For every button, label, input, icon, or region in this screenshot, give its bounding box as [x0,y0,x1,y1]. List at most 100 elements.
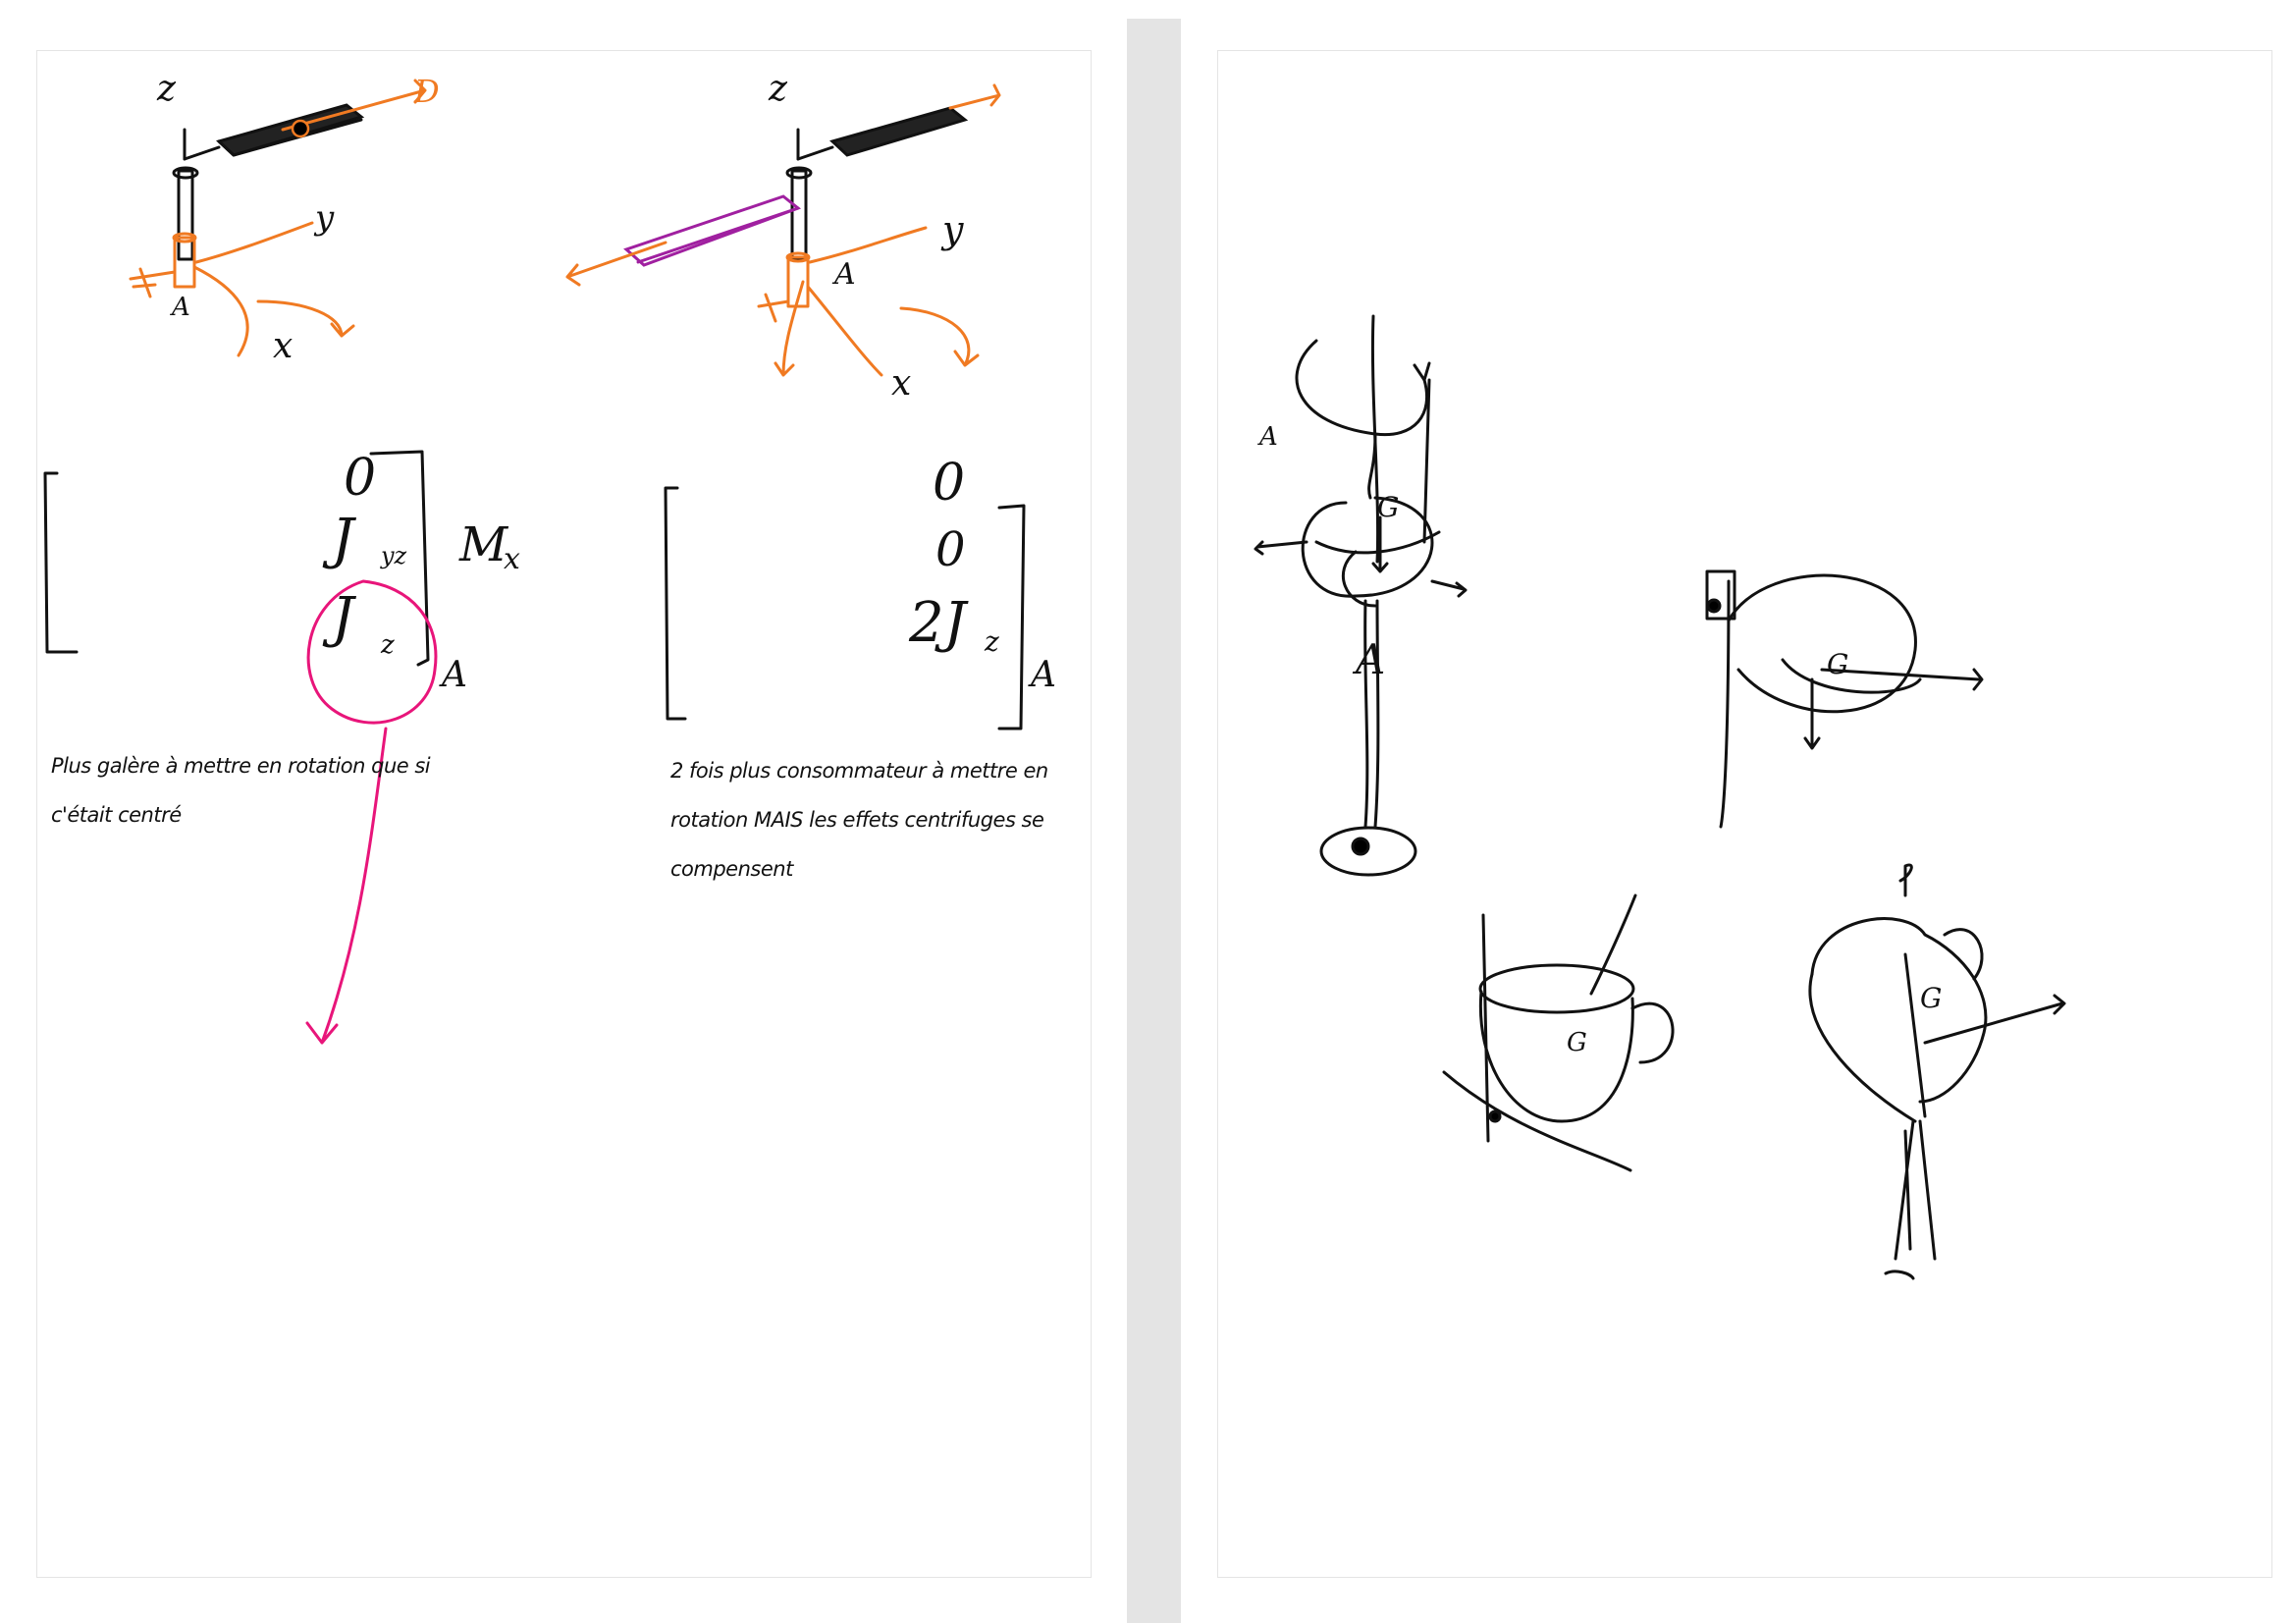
matrix-1-entry-3-sub: z [381,630,395,660]
spinning-top-rotation-arrow [1413,361,1431,382]
matrix-1-point: A [442,655,467,695]
sketch-mug [1442,893,1675,1172]
head-stem [1894,1119,1937,1261]
pendulum-pivot [1706,598,1722,614]
sketch-2-rotation-arrow [899,306,980,367]
sketch-1 [129,79,427,357]
pendulum-ball [1727,573,1917,714]
spinning-top-label-a: A [1259,422,1278,452]
sketch-2-ground-hatch [757,293,790,323]
sketch-2-counter-arm [623,194,802,267]
pendulum-label-g: G [1827,648,1849,680]
sketch-1-arm-point [291,119,310,138]
sketch-1-y-label: y [315,198,335,238]
sketch-2-z-label: z [769,69,787,109]
matrix-2 [664,486,1026,730]
spinning-top-tail [1367,432,1377,500]
note-2: 2 fois plus consommateur à mettre en rot… [670,759,1048,881]
matrix-1-side-sub: x [504,542,520,576]
head-base [1884,1270,1915,1280]
sketch-2-counter-arm-edge [636,206,800,264]
matrix-1-pointer-arrow [305,727,388,1045]
sketch-1-motor-top [172,232,197,243]
head-label-g: G [1920,982,1943,1014]
sketch-1-rotation-arrow [256,299,355,338]
mug-body [1478,990,1634,1123]
sketch-1-arm-edge [217,118,363,157]
sketch-pendulum [1705,569,1984,829]
sketch-1-z-label: z [157,69,176,109]
spinning-top-base [1319,826,1417,877]
pendulum-rod [1719,579,1731,829]
spinning-top-base-point [1351,837,1370,856]
page-gutter [1127,19,1181,1623]
matrix-1-entry-2: J [332,508,354,571]
sketch-1-motor [173,236,196,289]
head-arrow [1923,994,2066,1045]
left-page-drawing [43,79,1026,1045]
mug-label-g: G [1567,1028,1587,1057]
spinning-top-weight-arrow [1371,515,1389,573]
sketch-2-arm [829,106,969,157]
pendulum-equator [1781,658,1922,694]
sketch-1-x-label: x [273,326,294,366]
matrix-1-entry-1: 0 [344,449,377,508]
spinning-top-label-g: G [1377,491,1400,523]
spinning-top-stem [1363,599,1369,829]
sketch-2 [565,83,1001,377]
spinning-top-right-arrow [1430,579,1468,598]
sketch-1-y-axis [194,221,314,264]
matrix-2-entry-1: 0 [933,454,966,513]
mug-ground [1442,1070,1632,1172]
matrix-2-left-bracket [664,486,687,721]
matrix-1-highlight-circle [306,579,438,725]
pendulum-mount [1705,569,1736,621]
matrix-1-right-bracket [369,450,430,667]
head-outline [1810,917,1988,1104]
matrix-1-entry-3: J [332,586,354,650]
sketch-2-arm-link [796,145,834,161]
sketch-2-down-arrow [774,280,805,377]
sketch-1-x-axis [192,265,249,357]
sketch-2-motor-top [785,251,811,263]
spinning-top-left-arrow [1254,540,1308,556]
sketch-2-shaft [790,169,808,261]
note-1: Plus galère à mettre en rotation que si … [51,754,431,827]
mug-rim [1478,963,1635,1014]
sketch-2-arrow-top [948,83,1001,110]
mug-axis-right [1589,893,1637,996]
sketch-1-arm-link [183,145,221,161]
head-axis [1903,952,1927,1118]
sketch-2-point-label: A [834,257,856,292]
sketch-1-end-label: D [414,73,440,110]
sketch-spinning-top [1254,314,1468,877]
sketch-2-motor [786,255,810,308]
head-ear [1943,928,1984,981]
matrix-1-left-bracket [43,471,79,654]
pendulum-arrow [1820,668,1984,691]
sketch-1-shaft-top [172,166,199,180]
pendulum-weight-arrow [1803,677,1821,750]
spinning-top-front-face [1341,550,1377,608]
sketch-1-arrow-d [281,79,427,132]
right-page-drawing [1254,314,2066,1280]
spinning-top-rotation [1295,339,1429,437]
matrix-1-entry-2-sub: yz [381,542,407,569]
mug-pivot [1488,1109,1502,1123]
spinning-top-ball [1301,496,1434,598]
matrix-2-entry-3: 2J [909,591,967,655]
sketch-2-x-axis [806,285,883,377]
notebook-page-right: A G A G G G [1217,50,2272,1578]
mug-axis-left [1481,913,1490,1143]
notebook-page-left: z y x A D z y x A 0 J yz J z M x A 0 0 2… [36,50,1092,1578]
sketch-1-shaft [177,169,194,261]
matrix-2-entry-2: 0 [935,522,966,577]
sketch-1-ground-hatch [129,267,177,298]
matrix-1 [43,450,438,1045]
mug-handle [1630,1001,1675,1064]
sketch-1-point-label: A [172,293,190,322]
sketch-2-x-label: x [891,363,912,404]
spinning-top-label-a2: A [1356,635,1386,683]
matrix-2-entry-3-sub: z [985,625,999,658]
spinning-top-stem-2 [1373,599,1380,829]
